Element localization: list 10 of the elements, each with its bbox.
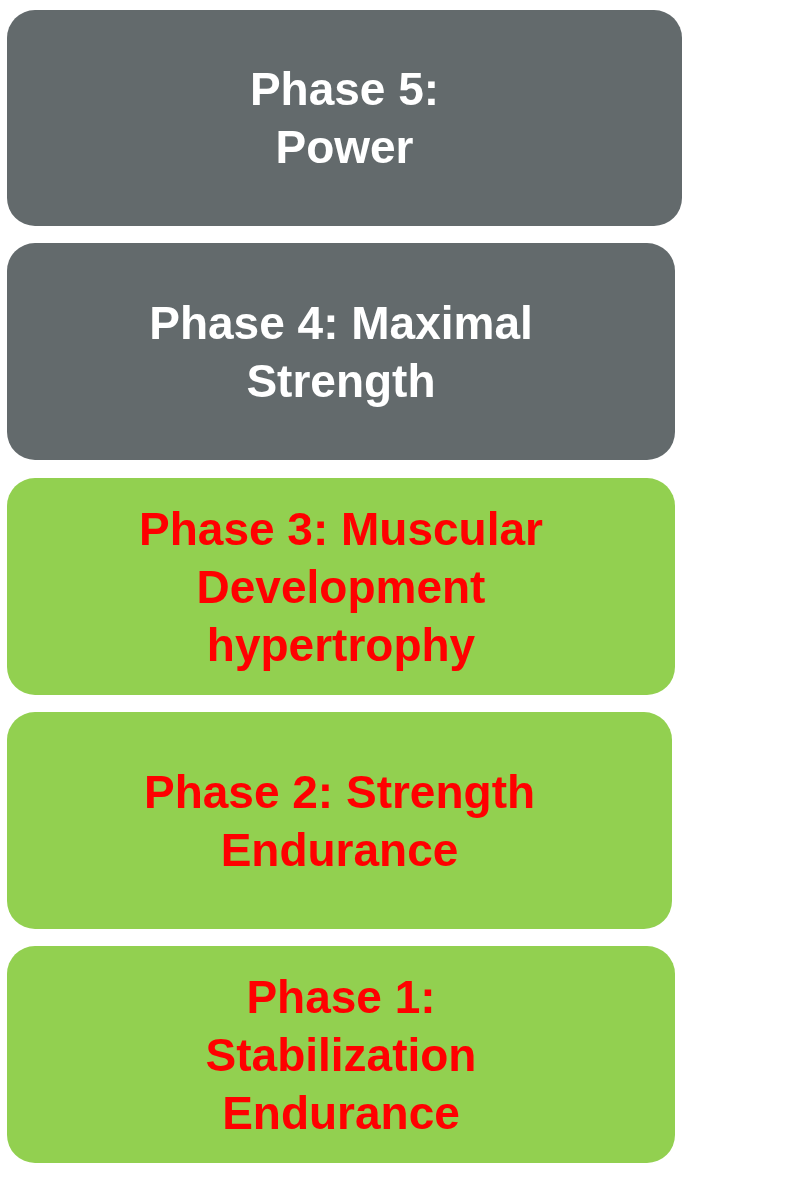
phase-label: Phase 1: Stabilization Endurance	[204, 969, 478, 1141]
phase-box	[7, 712, 672, 929]
phase-label: Phase 4: Maximal Strength	[148, 295, 534, 409]
phase-label: Phase 2: Strength Endurance	[142, 764, 537, 878]
phase-box	[7, 946, 675, 1163]
phase-label: Phase 5: Power	[248, 62, 441, 175]
phase-box	[7, 10, 682, 226]
phase-box	[7, 478, 675, 695]
phase-label: Phase 3: Muscular Development hypertrophy	[138, 501, 544, 673]
phase-box	[7, 243, 675, 460]
